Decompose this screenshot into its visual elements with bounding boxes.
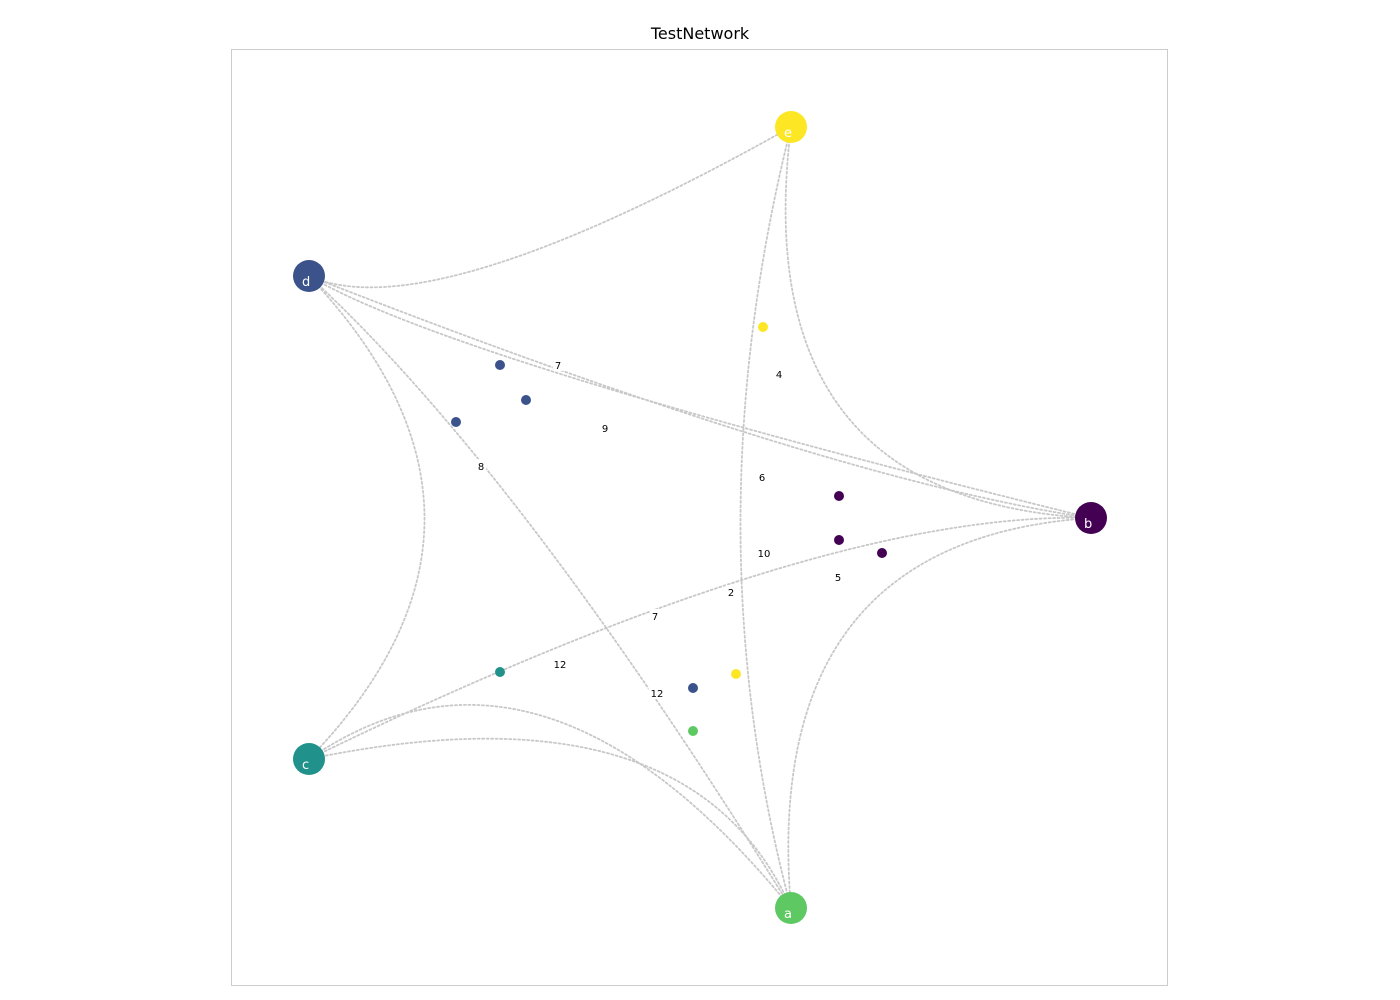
edge-d-c (308, 275, 426, 760)
edge-a-c (308, 737, 792, 909)
node-label-b: b (1084, 517, 1092, 532)
edge-e-b (784, 126, 1092, 519)
edge-marker-e-a (731, 669, 741, 679)
edge-weight-label-b-d: 6 (759, 473, 765, 484)
edge-d-a (308, 275, 792, 909)
edge-weight-label-a-c: 12 (651, 689, 664, 700)
edge-weight-label-e-b: 4 (776, 370, 782, 381)
edge-b-a (787, 517, 1092, 909)
edge-weight-label-d-b: 9 (602, 424, 608, 435)
edge-label-background (755, 546, 773, 559)
edge-marker-c-a (495, 667, 505, 677)
edge-b-c (308, 516, 1092, 760)
node-e (775, 111, 807, 143)
edge-label-background (832, 570, 844, 583)
nodes-layer: a b c d e (293, 111, 1107, 924)
edge-label-background (649, 609, 661, 622)
edge-marker-a-c (688, 726, 698, 736)
edge-marker-b-d (834, 491, 844, 501)
node-label-a: a (784, 907, 792, 922)
edge-label-background (756, 470, 768, 483)
edge-label-background (725, 585, 737, 598)
edge-marker-d-b (521, 395, 531, 405)
edge-label-background (773, 367, 785, 380)
node-d (293, 260, 325, 292)
edge-weight-label-c-a: 12 (554, 660, 567, 671)
node-label-d: d (302, 275, 310, 290)
edge-weight-label-b-c: 10 (758, 549, 771, 560)
edge-weight-label-d-e: 7 (555, 361, 561, 372)
edge-labels-layer: 7 9 8 7 4 2 6 10 5 12 12 (475, 358, 844, 700)
edge-weight-label-d-a: 7 (652, 612, 658, 623)
node-label-c: c (302, 758, 309, 773)
edges-layer (308, 126, 1092, 909)
edge-marker-b-c (834, 535, 844, 545)
edge-weight-label-d-c: 8 (478, 462, 484, 473)
edge-marker-e-b (758, 322, 768, 332)
edge-marker-b-a (877, 548, 887, 558)
edge-label-background (551, 657, 569, 670)
edge-label-background (599, 421, 611, 434)
edge-marker-d-c (451, 417, 461, 427)
edge-label-background (648, 686, 666, 699)
node-label-e: e (784, 126, 792, 141)
edge-d-e (308, 126, 792, 289)
edge-e-a (739, 126, 792, 909)
edge-label-background (552, 358, 564, 371)
edge-weight-label-b-a: 5 (835, 573, 841, 584)
chart-title: TestNetwork (650, 24, 750, 43)
edge-b-d (308, 275, 1092, 519)
node-a (775, 892, 807, 924)
node-b (1075, 502, 1107, 534)
edge-label-background (475, 459, 487, 472)
edge-weight-label-e-a: 2 (728, 588, 734, 599)
node-c (293, 743, 325, 775)
edge-c-a (308, 704, 792, 909)
edge-marker-d-a (688, 683, 698, 693)
plot-frame (231, 49, 1168, 986)
edge-marker-d-e (495, 360, 505, 370)
